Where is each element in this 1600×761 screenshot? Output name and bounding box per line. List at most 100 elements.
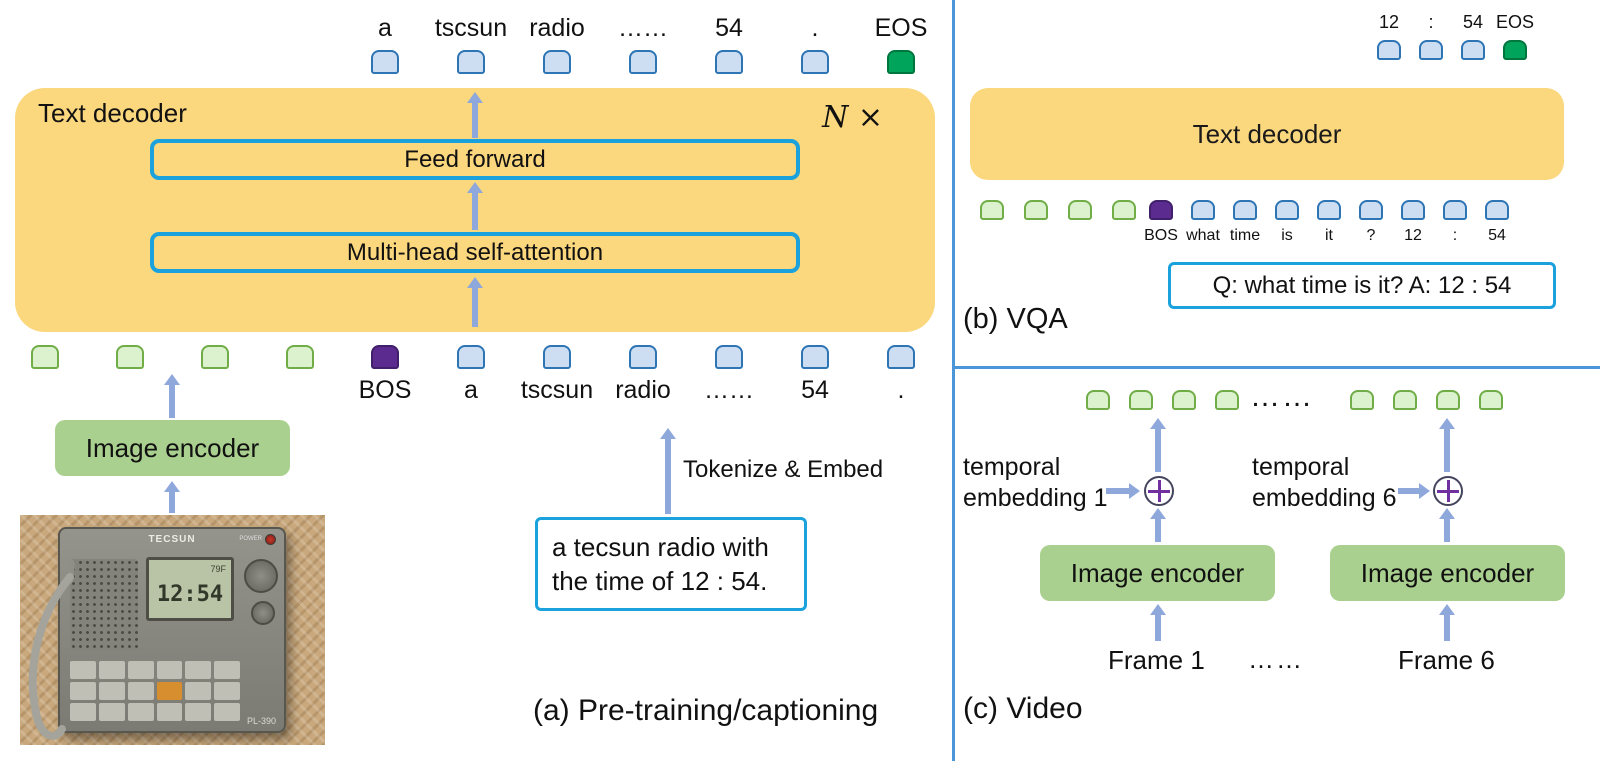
text-token [1401, 200, 1425, 220]
token-label: a [378, 14, 392, 42]
image-token [1349, 390, 1374, 410]
panel-c-caption: (c) Video [963, 692, 1083, 725]
radio-power-button [265, 534, 276, 545]
self-attention-box: Multi-head self-attention [150, 232, 800, 273]
token-label: radio [529, 14, 585, 42]
token-label: : [1428, 12, 1434, 32]
panel-a-caption: (a) Pre-training/captioning [533, 694, 879, 727]
token-label: tscsun [434, 14, 508, 42]
image-encoder-box-c2: Image encoder [1330, 545, 1565, 601]
token-label: a [464, 376, 478, 404]
input-image-token-row-a [2, 345, 342, 369]
radio-speaker [70, 559, 138, 651]
image-encoder-label: Image encoder [1070, 557, 1245, 588]
image-token [30, 345, 59, 369]
image-token [1214, 390, 1239, 410]
token-label: radio [615, 376, 671, 404]
frame-token-row-left [1076, 390, 1248, 410]
token-label: it [1325, 227, 1333, 244]
token-label: BOS [358, 376, 412, 404]
image-encoder-label: Image encoder [1360, 557, 1535, 588]
horizontal-divider [955, 366, 1600, 369]
decoder-label: Text decoder [1192, 118, 1342, 149]
text-token [1377, 39, 1401, 60]
token-label: what [1186, 227, 1220, 244]
radio-display-time: 12:54 [156, 582, 224, 607]
token-label: …… [618, 14, 668, 42]
text-token [1419, 39, 1443, 60]
radio-display-temp: 79F [210, 564, 226, 574]
image-encoder-label: Image encoder [85, 432, 260, 463]
image-token [980, 200, 1004, 220]
text-token [1275, 200, 1299, 220]
arrow-up-icon [1150, 418, 1166, 472]
image-encoder-box-a: Image encoder [55, 420, 290, 476]
text-token [1485, 200, 1509, 220]
radio-model-label: PL-390 [246, 716, 276, 726]
radio-tuning-knob [244, 559, 278, 593]
text-token [1191, 200, 1215, 220]
image-token [1112, 200, 1136, 220]
repeat-count-label: N × [822, 100, 883, 135]
frame-6-label: Frame 6 [1398, 645, 1495, 675]
radio-display: 79F 12:54 [146, 557, 234, 621]
decoder-label: Text decoder [38, 98, 187, 128]
text-token [371, 49, 399, 74]
token-label: 54 [1462, 12, 1484, 32]
radio-power-label: POWER [239, 536, 262, 542]
image-token [1128, 390, 1153, 410]
text-token [887, 345, 915, 369]
arrow-up-icon [1150, 508, 1166, 542]
radio-illustration: TECSUN POWER 79F 12:54 PL-390 [58, 527, 286, 733]
token-label: . [897, 376, 905, 404]
text-decoder-box-b: Text decoder [970, 88, 1564, 180]
vertical-divider [952, 0, 955, 761]
text-token [801, 49, 829, 74]
panel-b-caption: (b) VQA [963, 303, 1068, 335]
arrow-up-icon [1439, 508, 1455, 542]
arrow-up-icon [467, 277, 483, 327]
token-label: is [1281, 227, 1293, 244]
token-label: 54 [715, 14, 743, 42]
token-label: …… [704, 376, 754, 404]
token-label: : [1452, 227, 1458, 244]
arrow-up-icon [467, 92, 483, 138]
text-token [715, 345, 743, 369]
text-token [629, 345, 657, 369]
arrow-up-icon [1439, 604, 1455, 641]
arrow-up-icon [660, 428, 676, 514]
radio-brand-label: TECSUN [148, 534, 196, 545]
image-token [1171, 390, 1196, 410]
bos-token [1149, 200, 1173, 220]
image-token [1024, 200, 1048, 220]
text-token [715, 49, 743, 74]
token-label: EOS [874, 14, 928, 42]
image-token [1478, 390, 1503, 410]
eos-token [887, 49, 915, 74]
text-token [629, 49, 657, 74]
token-label: EOS [1495, 12, 1534, 32]
source-caption-box: a tecsun radio with the time of 12 : 54. [535, 517, 807, 611]
source-caption-line1: a tecsun radio with [552, 532, 769, 562]
input-image-token-row-b [970, 200, 1146, 220]
source-caption-line2: the time of 12 : 54. [552, 566, 768, 597]
eos-token [1503, 39, 1527, 60]
text-token [543, 49, 571, 74]
qa-text: Q: what time is it? A: 12 : 54 [1212, 271, 1512, 299]
radio-volume-knob [251, 601, 275, 625]
qa-text-box: Q: what time is it? A: 12 : 54 [1168, 262, 1556, 309]
text-token [801, 345, 829, 369]
arrow-up-icon [467, 182, 483, 230]
feed-forward-box: Feed forward [150, 139, 800, 180]
token-label: 54 [801, 376, 829, 404]
arrow-right-icon [1398, 483, 1430, 499]
text-token [457, 49, 485, 74]
token-label: ? [1366, 227, 1376, 244]
self-attention-label: Multi-head self-attention [346, 238, 604, 266]
text-token [543, 345, 571, 369]
image-token [1068, 200, 1092, 220]
image-token [1435, 390, 1460, 410]
image-encoder-box-c1: Image encoder [1040, 545, 1275, 601]
